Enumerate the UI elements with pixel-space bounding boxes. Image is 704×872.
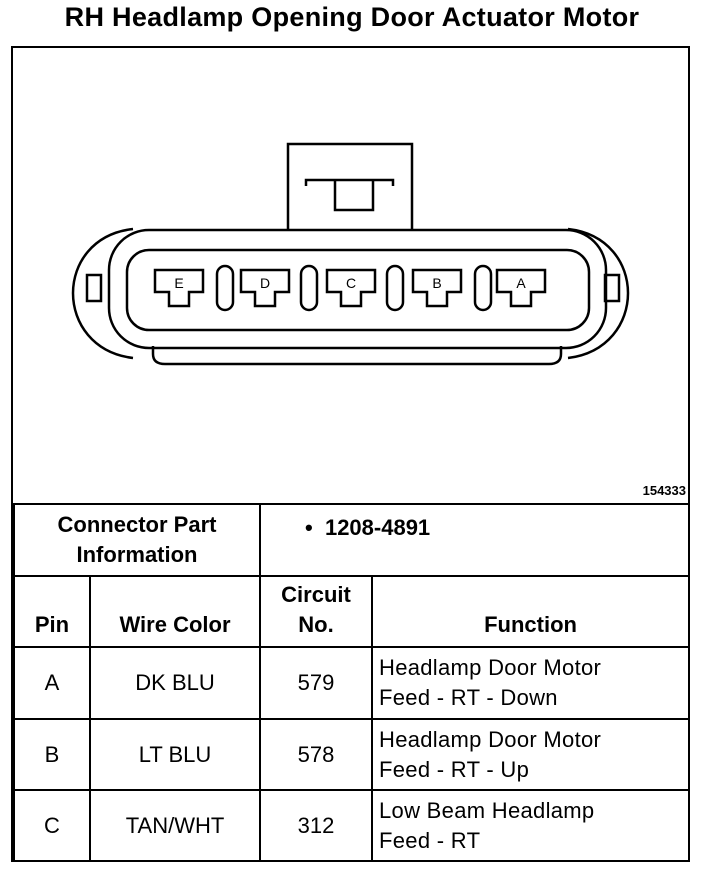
terminal-outline	[411, 268, 463, 308]
header-circuit-line2: No.	[298, 612, 334, 637]
wire-color-cell: LT BLU	[88, 718, 262, 791]
column-header-row: Pin Wire Color Circuit No. Function	[13, 575, 691, 648]
function-line1: Headlamp Door Motor	[379, 726, 602, 752]
pin-cell: B	[13, 718, 91, 791]
connector-info-label: Connector Part Information	[12, 503, 262, 577]
left-shell-curve	[71, 227, 134, 360]
terminal-cavity-a: A	[495, 268, 547, 308]
header-circuit: Circuit No.	[259, 575, 374, 648]
connector-part-number-cell: • 1208-4891	[259, 503, 691, 577]
terminal-outline	[239, 268, 291, 308]
pin-letter-label: E	[174, 275, 183, 291]
pin-letter-label: D	[260, 275, 270, 291]
pin-cell: C	[13, 789, 91, 862]
circuit-cell: 579	[259, 646, 374, 720]
function-cell: Headlamp Door Motor Feed - RT - Up	[371, 718, 691, 791]
page-title: RH Headlamp Opening Door Actuator Motor	[64, 2, 640, 32]
separator	[299, 264, 319, 312]
connector-diagram: E D C B A 154333	[13, 48, 688, 503]
right-key	[603, 273, 621, 303]
function-line1: Low Beam Headlamp	[379, 797, 595, 823]
separator	[473, 264, 493, 312]
terminal-outline	[495, 268, 547, 308]
connector-inner-body	[125, 248, 591, 332]
part-number: 1208-4891	[324, 515, 431, 540]
wire-color-cell: DK BLU	[88, 646, 262, 720]
pin-letter-label: C	[346, 275, 356, 291]
top-latch	[286, 142, 414, 230]
separator	[215, 264, 235, 312]
terminal-outline	[153, 268, 205, 308]
terminal-outline	[325, 268, 377, 308]
connector-info-label-line1: Connector Part	[57, 512, 217, 537]
figure-number: 154333	[642, 483, 686, 498]
connector-info-row: Connector Part Information • 1208-4891	[12, 503, 691, 577]
right-shell-curve	[567, 227, 630, 360]
left-key	[85, 273, 103, 303]
function-line2: Feed - RT	[379, 827, 481, 853]
function-cell: Headlamp Door Motor Feed - RT - Down	[371, 646, 691, 720]
wire-color-cell: TAN/WHT	[88, 789, 262, 862]
bullet: •	[305, 515, 313, 540]
function-line2: Feed - RT - Down	[379, 685, 558, 710]
separator	[385, 264, 405, 312]
header-circuit-line1: Circuit	[281, 582, 351, 607]
pin-cell: A	[13, 646, 91, 720]
function-cell: Low Beam Headlamp Feed - RT	[371, 789, 691, 862]
terminal-cavity-c: C	[325, 268, 377, 308]
pin-letter-label: B	[432, 275, 441, 291]
function-line1: Headlamp Door Motor	[379, 655, 602, 680]
function-line2: Feed - RT - Up	[379, 756, 530, 782]
header-pin: Pin	[13, 575, 91, 648]
circuit-cell: 312	[259, 789, 374, 862]
table-row: B LT BLU 578 Headlamp Door Motor Feed - …	[13, 718, 691, 791]
header-wire-color: Wire Color	[88, 575, 262, 648]
pin-letter-label: A	[516, 275, 526, 291]
table-row: C TAN/WHT 312 Low Beam Headlamp Feed - R…	[13, 789, 691, 862]
terminal-cavity-d: D	[239, 268, 291, 308]
connector-info-label-line2: Information	[76, 542, 198, 567]
connector-table: Connector Part Information • 1208-4891 P…	[12, 503, 691, 862]
terminal-cavity-b: B	[411, 268, 463, 308]
header-function: Function	[371, 575, 691, 648]
table-row: A DK BLU 579 Headlamp Door Motor Feed - …	[13, 646, 691, 720]
bottom-rail	[151, 346, 563, 366]
terminal-cavity-e: E	[153, 268, 205, 308]
circuit-cell: 578	[259, 718, 374, 791]
